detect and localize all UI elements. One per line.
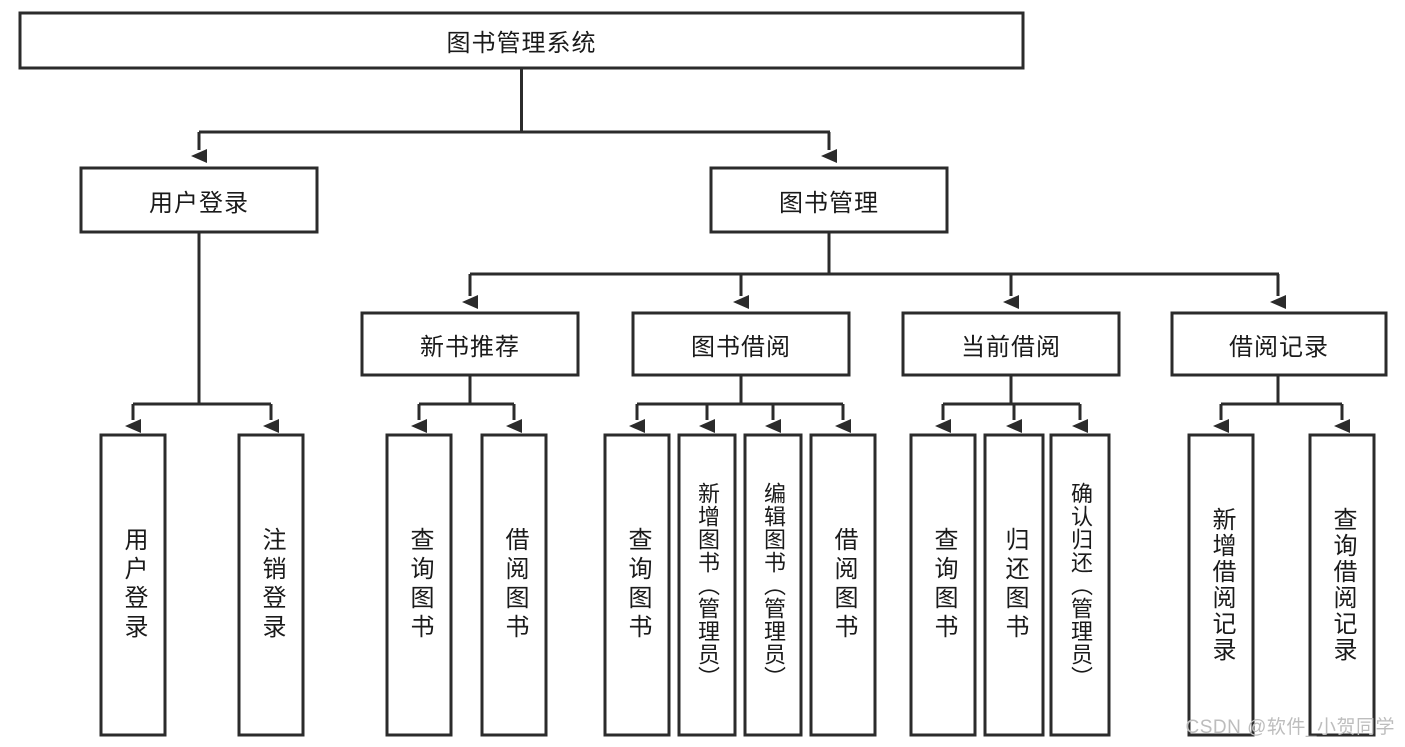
- node-box-new-book-rec[interactable]: [360, 311, 580, 377]
- node-box-leaf-query-book-1[interactable]: [385, 433, 453, 737]
- node-box-leaf-user-login[interactable]: [99, 433, 167, 737]
- node-box-borrow-record[interactable]: [1170, 311, 1388, 377]
- node-box-current-borrow[interactable]: [901, 311, 1121, 377]
- connectors-borrow-record-to-leaves: [1213, 375, 1350, 433]
- node-box-leaf-edit-book[interactable]: [743, 433, 803, 737]
- connectors-user-login-to-leaves: [125, 232, 279, 433]
- node-box-leaf-borrow-book-1[interactable]: [480, 433, 548, 737]
- node-box-leaf-query-book-3[interactable]: [909, 433, 977, 737]
- connectors-new-book-rec-to-leaves: [411, 375, 522, 433]
- csdn-watermark: CSDN @软件_小贺同学: [1185, 717, 1395, 738]
- connectors-book-manage-to-level2: [462, 232, 1286, 309]
- node-box-leaf-add-record[interactable]: [1187, 433, 1255, 737]
- node-box-leaf-confirm-return[interactable]: [1049, 433, 1111, 737]
- connectors-current-borrow-to-leaves: [935, 375, 1088, 433]
- node-box-user-login[interactable]: [79, 166, 319, 234]
- connectors-book-borrow-to-leaves: [629, 375, 851, 433]
- node-box-leaf-add-book[interactable]: [677, 433, 737, 737]
- node-box-leaf-user-logout[interactable]: [237, 433, 305, 737]
- node-box-root[interactable]: [18, 11, 1025, 70]
- node-box-leaf-return-book[interactable]: [983, 433, 1045, 737]
- node-box-book-borrow[interactable]: [631, 311, 851, 377]
- node-box-leaf-query-record[interactable]: [1308, 433, 1376, 737]
- connectors-root-to-level1: [191, 68, 837, 163]
- node-box-book-manage[interactable]: [709, 166, 949, 234]
- node-box-leaf-query-book-2[interactable]: [603, 433, 671, 737]
- node-box-leaf-borrow-book-2[interactable]: [809, 433, 877, 737]
